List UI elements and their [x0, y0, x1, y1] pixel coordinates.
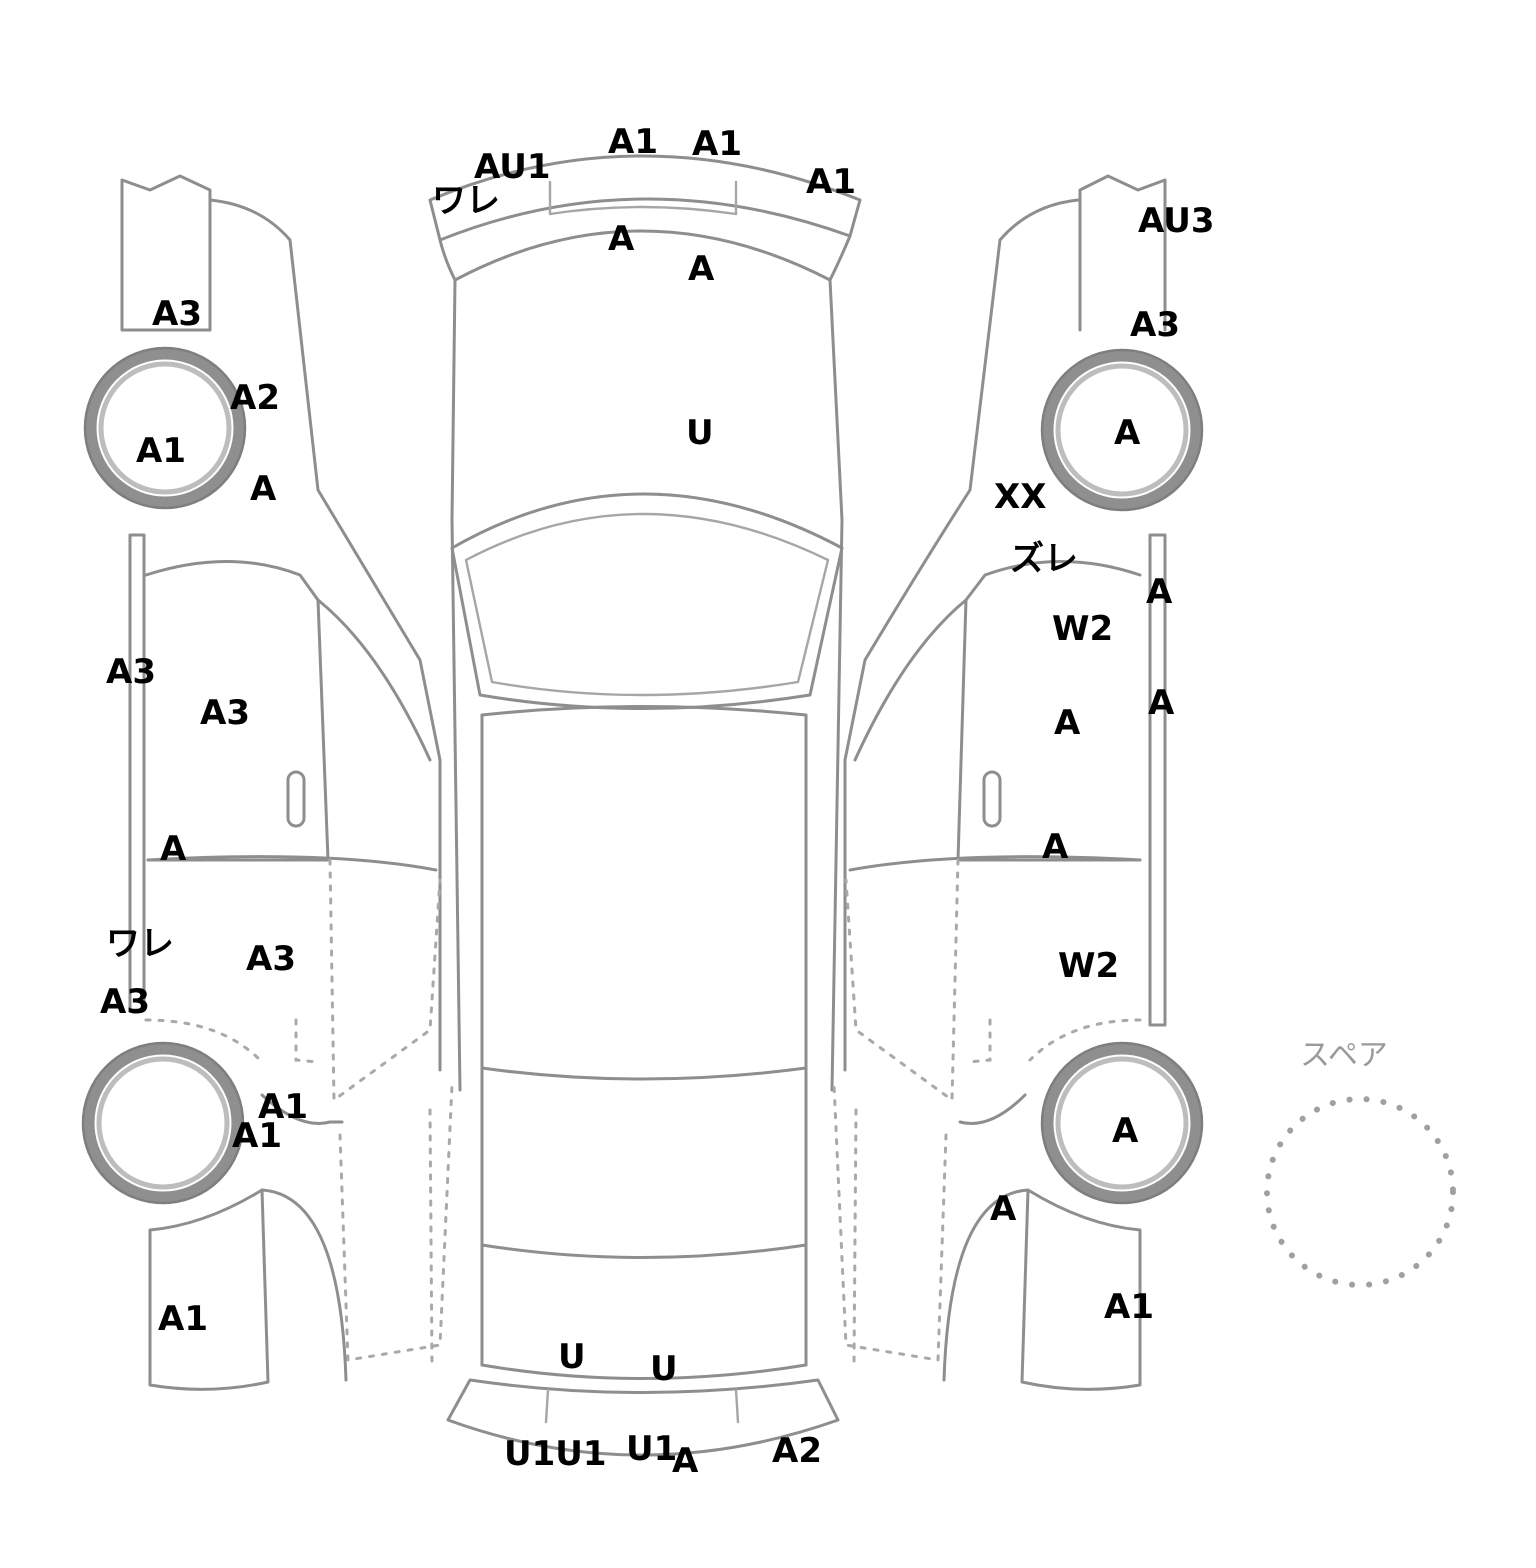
damage-mark: A — [672, 1441, 699, 1481]
damage-mark: A — [1148, 683, 1175, 723]
right-rear-tire — [1042, 1043, 1202, 1203]
damage-mark: AU1 — [474, 147, 551, 187]
rear-bumper — [446, 1378, 840, 1457]
rear-window-line-2 — [480, 1243, 808, 1259]
damage-mark: U — [686, 413, 714, 453]
damage-mark: A — [1114, 413, 1141, 453]
damage-mark: A1 — [158, 1299, 208, 1339]
damage-mark: A3 — [152, 294, 202, 334]
damage-mark: A3 — [1130, 305, 1180, 345]
damage-mark: W2 — [1052, 609, 1113, 649]
car-left-side-view — [81, 174, 454, 1391]
rear-window-line-1 — [480, 1066, 808, 1081]
damage-mark: A1 — [258, 1087, 308, 1127]
damage-mark: XX — [994, 477, 1046, 517]
damage-mark: A1 — [232, 1116, 282, 1156]
damage-mark: A3 — [246, 939, 296, 979]
left-front-tire — [85, 348, 245, 508]
hood — [438, 234, 852, 522]
damage-mark: A — [688, 249, 715, 289]
damage-mark: A — [608, 219, 635, 259]
spare-label: スペア — [1300, 1038, 1388, 1073]
damage-mark: A3 — [100, 982, 150, 1022]
damage-mark: U — [650, 1349, 678, 1389]
damage-mark: AU3 — [1138, 201, 1215, 241]
windshield — [450, 492, 844, 710]
right-door-handle — [982, 770, 1002, 828]
left-rear-tire — [83, 1043, 243, 1203]
damage-mark: A1 — [136, 431, 186, 471]
damage-mark: ワレ — [106, 924, 174, 964]
damage-mark: U1U1 — [504, 1434, 607, 1474]
damage-mark: U — [558, 1337, 586, 1377]
damage-mark: A1 — [692, 124, 742, 164]
damage-mark: A — [1042, 827, 1069, 867]
damage-mark: W2 — [1058, 946, 1119, 986]
car-right-side-view — [832, 174, 1204, 1391]
damage-mark: A1 — [1104, 1287, 1154, 1327]
damage-mark: A1 — [608, 122, 658, 162]
damage-mark: A2 — [772, 1431, 822, 1471]
car-top-view — [428, 154, 862, 1457]
damage-mark: ズレ — [1010, 539, 1078, 579]
damage-mark: A — [1054, 703, 1081, 743]
right-front-tire — [1042, 350, 1202, 510]
damage-mark: A3 — [200, 693, 250, 733]
damage-mark: ワレ — [432, 181, 500, 221]
damage-mark: U1 — [626, 1429, 677, 1469]
spare-tire-dotted-circle — [1264, 1096, 1456, 1288]
spare-tire: スペア — [1264, 1038, 1456, 1288]
roof — [480, 705, 808, 1367]
left-door-handle — [286, 770, 306, 828]
damage-marks: AU1 ワレ A1 A1 A1 A A U A3 A2 A1 A A3 A3 A… — [100, 122, 1215, 1481]
damage-mark: A — [160, 829, 187, 869]
damage-mark: A1 — [806, 162, 856, 202]
damage-mark: A2 — [230, 378, 280, 418]
damage-mark: A — [990, 1189, 1017, 1229]
damage-mark: A — [1146, 572, 1173, 612]
damage-mark: A3 — [106, 652, 156, 692]
front-bumper — [428, 154, 862, 242]
damage-mark: A — [250, 469, 277, 509]
damage-mark: A — [1112, 1111, 1139, 1151]
